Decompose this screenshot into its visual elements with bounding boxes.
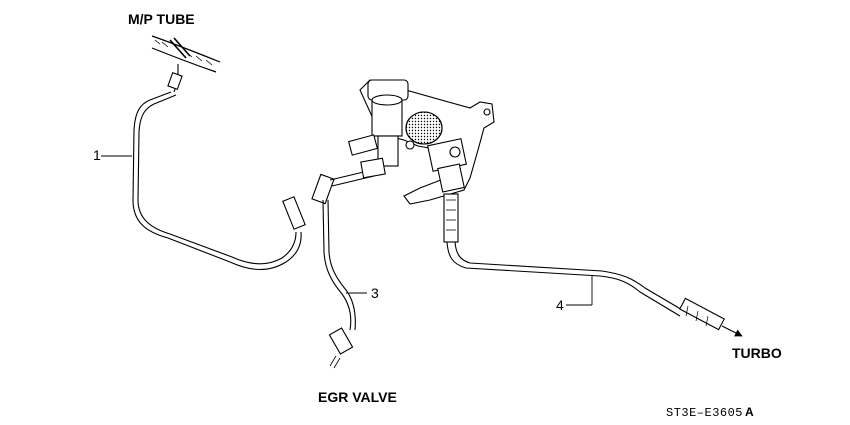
diagram-code-text: ST3E–E3605	[666, 406, 744, 420]
hose-4	[443, 193, 743, 337]
diagram-code-suffix: A	[745, 405, 755, 419]
solenoid-assembly	[347, 79, 495, 205]
callout-3: 3	[371, 285, 379, 301]
callout-1: 1	[93, 147, 101, 163]
egr-valve-label: EGR VALVE	[318, 389, 397, 405]
turbo-label: TURBO	[732, 345, 782, 361]
mp-tube-label: M/P TUBE	[128, 11, 195, 27]
hose-3	[311, 173, 367, 369]
hose-1	[101, 64, 306, 271]
mp-tube-pipe	[151, 35, 221, 73]
callout-4: 4	[556, 297, 564, 313]
